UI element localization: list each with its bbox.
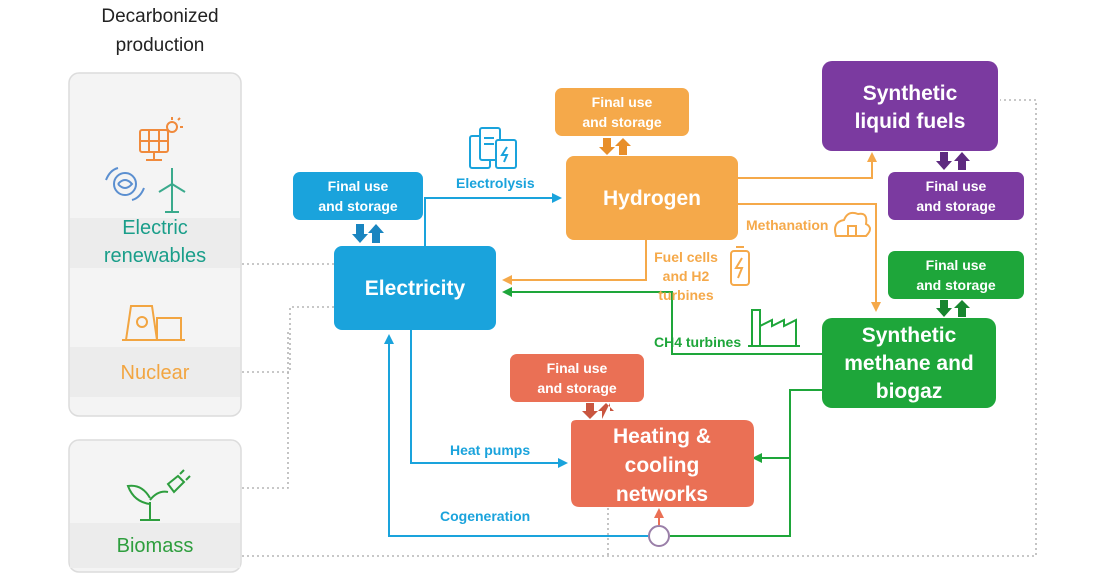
heat-pumps-flow	[410, 330, 568, 468]
biomass-connector	[242, 330, 289, 489]
electrolyser-icon	[469, 127, 517, 169]
methane-final-use: Final use and storage	[888, 251, 1024, 317]
hydrogen-final-use-line2: and storage	[582, 114, 662, 130]
heating-label-line3: networks	[616, 483, 708, 506]
cogeneration-label: Cogeneration	[440, 508, 530, 524]
liquid-fuels-node: Synthetic liquid fuels	[822, 61, 998, 151]
fuel-cells-label-line2: and H2	[663, 268, 710, 284]
liquid-fuels-final-use-line1: Final use	[926, 178, 987, 194]
wind-turbine-icon	[158, 168, 186, 213]
cogeneration-node	[648, 525, 670, 547]
methane-label-line1: Synthetic	[862, 324, 957, 347]
heating-node: Heating & cooling networks	[571, 420, 754, 507]
methanation-flow	[738, 203, 881, 312]
cloud-icon	[834, 211, 871, 237]
liquid-fuels-label-line2: liquid fuels	[855, 110, 966, 133]
solar-panel-icon	[139, 117, 183, 161]
fuel-cells-label-line3: turbines	[658, 287, 713, 303]
liquid-fuels-label-line1: Synthetic	[863, 82, 958, 105]
hydrogen-label: Hydrogen	[603, 187, 701, 210]
renewables-label-line1: Electric	[122, 217, 188, 239]
nuclear-label: Nuclear	[121, 362, 190, 384]
liquid-fuels-final-use-line2: and storage	[916, 198, 996, 214]
methane-label-line3: biogaz	[876, 380, 943, 403]
source-box-biomass	[68, 439, 242, 573]
bottom-connector	[242, 99, 1037, 557]
header-title-line2: production	[116, 35, 205, 56]
methane-to-heating-flow	[752, 389, 822, 463]
heating-final-use-line1: Final use	[547, 360, 608, 376]
heating-label-line2: cooling	[625, 454, 700, 477]
methane-final-use-line1: Final use	[926, 257, 987, 273]
methane-node: Synthetic methane and biogaz	[822, 318, 996, 408]
electricity-label: Electricity	[365, 277, 466, 300]
electricity-final-use-line1: Final use	[328, 178, 389, 194]
biomass-label: Biomass	[117, 535, 194, 557]
nuclear-plant-icon	[122, 305, 185, 341]
heating-label-line1: Heating &	[613, 425, 711, 448]
electrolysis-flow	[424, 193, 562, 246]
hydrogen-node: Hydrogen	[566, 156, 738, 240]
fuel-cells-label-line1: Fuel cells	[654, 249, 718, 265]
heating-final-use: Final use and storage	[510, 354, 644, 419]
nuclear-connector	[242, 306, 335, 373]
header-title-line1: Decarbonized	[101, 6, 218, 27]
methane-to-cogeneration-flow	[670, 458, 791, 537]
methanation-label: Methanation	[746, 217, 828, 233]
methane-final-use-line2: and storage	[916, 277, 996, 293]
fuel-cells-flow	[502, 240, 647, 285]
factory-icon	[748, 309, 800, 347]
battery-icon	[730, 246, 750, 286]
cogeneration-flow	[384, 334, 648, 537]
heat-pumps-label: Heat pumps	[450, 442, 530, 458]
source-box-renewables-nuclear	[68, 72, 242, 417]
ch4-turbines-label: CH4 turbines	[654, 334, 741, 350]
renewables-label-line2: renewables	[104, 245, 206, 267]
methane-label-line2: methane and	[844, 352, 974, 375]
electricity-final-use-line2: and storage	[318, 198, 398, 214]
electrolysis-label: Electrolysis	[456, 175, 535, 191]
electricity-final-use: Final use and storage	[293, 172, 423, 243]
hydrogen-final-use-line1: Final use	[592, 94, 653, 110]
electricity-node: Electricity	[334, 246, 496, 330]
hydrogen-final-use: Final use and storage	[555, 88, 689, 155]
hydro-icon	[105, 167, 145, 201]
ch4-turbines-flow	[502, 287, 822, 355]
heating-final-use-line2: and storage	[537, 380, 617, 396]
hydrogen-to-liquid-fuels-flow	[738, 152, 877, 179]
plant-plug-icon	[126, 469, 191, 521]
liquid-fuels-final-use: Final use and storage	[888, 152, 1024, 220]
